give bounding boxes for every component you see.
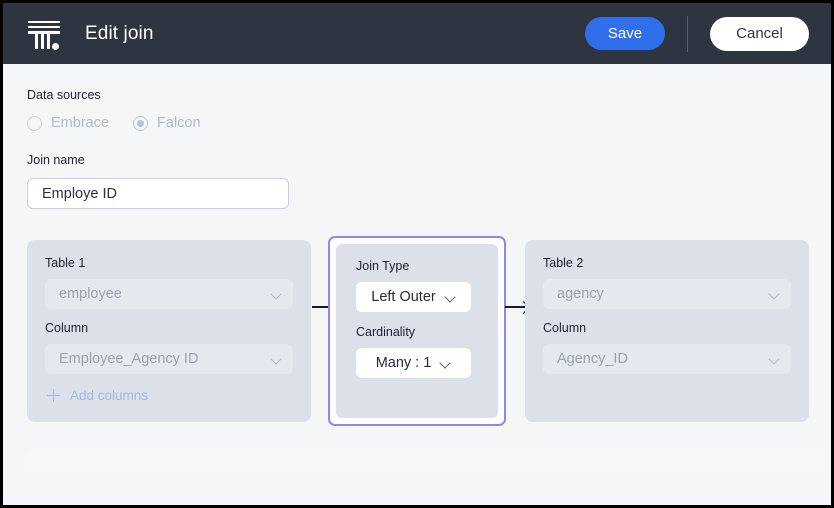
table2-table-value: agency	[557, 286, 604, 302]
pillar-logo-icon	[27, 17, 61, 51]
data-sources-radio-group: Embrace Falcon	[27, 115, 831, 131]
table2-card: Table 2 agency Column Agency_ID	[525, 240, 809, 422]
data-sources-label: Data sources	[27, 88, 101, 102]
join-type-label: Join Type	[356, 259, 410, 273]
table1-column-label: Column	[45, 321, 89, 335]
table1-table-select[interactable]: employee	[45, 279, 293, 309]
connector-line-right	[505, 306, 526, 308]
header-actions: Save Cancel	[585, 15, 809, 52]
cardinality-value: Many : 1	[375, 355, 432, 371]
chevron-down-icon	[769, 354, 780, 365]
radio-embrace-indicator	[27, 115, 42, 131]
app-header: Edit join Save Cancel	[3, 3, 831, 64]
save-button[interactable]: Save	[585, 17, 665, 50]
table2-title: Table 2	[543, 256, 584, 270]
radio-option-falcon[interactable]: Falcon	[133, 115, 201, 131]
cardinality-select[interactable]: Many : 1	[356, 348, 471, 378]
table1-column-select[interactable]: Employee_Agency ID	[45, 344, 293, 374]
chevron-down-icon	[440, 358, 451, 369]
plus-icon	[47, 389, 60, 402]
join-type-value: Left Outer	[371, 289, 436, 305]
radio-falcon-indicator	[133, 115, 149, 131]
edit-join-window: Edit join Save Cancel Data sources Embra…	[3, 3, 831, 505]
cancel-button[interactable]: Cancel	[710, 16, 809, 51]
chevron-down-icon	[271, 289, 282, 300]
table2-column-value: Agency_ID	[557, 351, 628, 367]
footer-strip	[27, 451, 831, 471]
radio-option-embrace[interactable]: Embrace	[27, 115, 109, 131]
join-type-select[interactable]: Left Outer	[356, 282, 471, 312]
join-name-label: Join name	[27, 153, 85, 167]
table2-column-select[interactable]: Agency_ID	[543, 344, 791, 374]
page-title: Edit join	[85, 22, 154, 44]
edit-join-body: Data sources Embrace Falcon Join name Ta…	[3, 64, 831, 505]
join-config-card[interactable]: Join Type Left Outer Cardinality Many : …	[328, 236, 506, 426]
cardinality-label: Cardinality	[356, 325, 416, 339]
add-columns-label: Add columns	[70, 388, 149, 403]
add-columns-button[interactable]: Add columns	[45, 388, 293, 403]
connector-line-left	[312, 306, 330, 308]
table1-column-value: Employee_Agency ID	[59, 351, 199, 367]
radio-falcon-label: Falcon	[157, 115, 201, 131]
header-divider	[687, 15, 688, 52]
chevron-down-icon	[445, 292, 456, 303]
radio-embrace-label: Embrace	[51, 115, 110, 131]
table1-card: Table 1 employee Column Employee_Agency …	[27, 240, 311, 422]
table2-column-label: Column	[543, 321, 587, 335]
join-name-input[interactable]	[27, 178, 289, 209]
chevron-down-icon	[769, 289, 780, 300]
join-editor-canvas: Table 1 employee Column Employee_Agency …	[27, 236, 831, 436]
table1-title: Table 1	[45, 256, 86, 270]
chevron-down-icon	[271, 354, 282, 365]
table2-table-select[interactable]: agency	[543, 279, 791, 309]
table1-table-value: employee	[59, 286, 122, 302]
